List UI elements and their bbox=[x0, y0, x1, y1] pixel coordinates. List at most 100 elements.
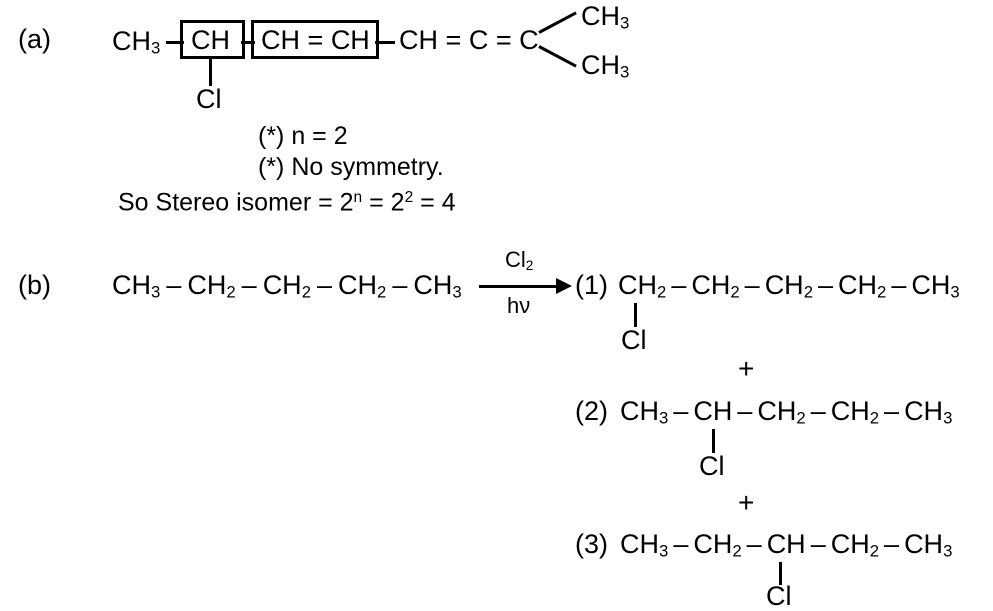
reactant-ch2-1-sub: 2 bbox=[226, 282, 236, 302]
branch-lower-sub: 3 bbox=[620, 62, 630, 82]
bond-unit1-to-unit2 bbox=[241, 41, 255, 44]
p2-ch3-2: CH bbox=[904, 396, 944, 426]
conclusion-exponent-2: 2 bbox=[404, 189, 414, 206]
part-a-label: (a) bbox=[18, 24, 51, 54]
p3-ch3-1-sub: 3 bbox=[659, 541, 669, 561]
conclusion-prefix: So Stereo isomer = 2 bbox=[118, 188, 354, 217]
p3-ch2-1-sub: 2 bbox=[732, 541, 742, 561]
repeat-unit-box-1 bbox=[180, 20, 245, 59]
p3-ch: CH bbox=[766, 529, 806, 559]
note-no-symmetry: (*) No symmetry. bbox=[258, 153, 444, 181]
p3-dash-2: – bbox=[746, 529, 762, 559]
branch-ch3-lower: CH3 bbox=[581, 52, 629, 81]
p2-ch3-2-sub: 3 bbox=[943, 408, 953, 428]
reagent-hv-label: hν bbox=[507, 293, 531, 318]
unit1-cl-label: Cl bbox=[196, 84, 222, 114]
reactant-ch3-2-sub: 3 bbox=[452, 282, 462, 302]
unit2-ch-right: CH bbox=[330, 25, 370, 55]
conclusion-mid: = 2 bbox=[362, 188, 405, 217]
p2-ch2-1-sub: 2 bbox=[796, 408, 806, 428]
p3-dash-4: – bbox=[884, 529, 900, 559]
stereoisomer-conclusion: So Stereo isomer = 2n = 22 = 4 bbox=[118, 190, 456, 216]
bond-branch-lower bbox=[538, 45, 577, 68]
reactant-ch2-1: CH bbox=[187, 270, 227, 300]
p1-ch2-1: CH bbox=[618, 270, 657, 300]
allene-eq-2: = bbox=[495, 25, 512, 55]
reactant-dash-4: – bbox=[392, 270, 408, 300]
allene-c-terminal: C bbox=[519, 25, 539, 55]
p3-ch2-2: CH bbox=[830, 529, 870, 559]
product-2-cl-label: Cl bbox=[699, 451, 725, 481]
part-b-label: (b) bbox=[18, 270, 51, 300]
branch-upper-text: CH bbox=[581, 1, 620, 31]
p3-ch2-2-sub: 2 bbox=[869, 541, 880, 561]
p1-dash-4: – bbox=[891, 270, 907, 300]
repeat-unit-box-2 bbox=[251, 20, 379, 59]
reactant-ch2-2-sub: 2 bbox=[301, 282, 311, 302]
product-3-number: (3) bbox=[575, 529, 608, 559]
product-1-cl-label: Cl bbox=[621, 325, 647, 355]
part-b-reactant-pentane: CH3–CH2–CH2–CH2–CH3 bbox=[112, 272, 462, 301]
p1-ch2-3-sub: 2 bbox=[803, 282, 813, 302]
product-3-cl-label: Cl bbox=[766, 581, 792, 611]
ch3-text: CH bbox=[112, 26, 151, 56]
product-1-chain: CH2–CH2–CH2–CH2–CH3 bbox=[618, 272, 960, 301]
reagent-cl2-text: Cl bbox=[505, 247, 526, 272]
p3-ch3-1: CH bbox=[620, 529, 659, 559]
p2-ch2-2-sub: 2 bbox=[869, 408, 880, 428]
bond-ch3-to-unit1 bbox=[166, 41, 184, 44]
p1-ch2-2-sub: 2 bbox=[730, 282, 740, 302]
reactant-dash-1: – bbox=[166, 270, 182, 300]
product-1-number: (1) bbox=[575, 270, 608, 300]
unit2-ch-left: CH bbox=[261, 25, 300, 55]
p2-ch2-1: CH bbox=[757, 396, 797, 426]
allene-c-middle: C bbox=[468, 25, 489, 55]
p2-ch: CH bbox=[693, 396, 733, 426]
reactant-ch2-2: CH bbox=[262, 270, 302, 300]
p3-ch3-2: CH bbox=[904, 529, 944, 559]
allene-ch: CH bbox=[399, 25, 438, 55]
p2-ch2-2: CH bbox=[830, 396, 870, 426]
plus-separator-1: + bbox=[738, 353, 755, 384]
bond-unit2-to-chain bbox=[375, 41, 395, 44]
p1-dash-1: – bbox=[671, 270, 687, 300]
bond-unit1-to-cl bbox=[209, 57, 212, 86]
note-n-value: (*) n = 2 bbox=[258, 122, 348, 150]
reactant-ch3-2: CH bbox=[413, 270, 453, 300]
ch3-subscript: 3 bbox=[151, 38, 161, 58]
p2-dash-3: – bbox=[810, 396, 826, 426]
reagent-cl2-label: Cl2 bbox=[505, 249, 533, 273]
product-2-cl-bond bbox=[712, 429, 715, 453]
p1-ch2-2: CH bbox=[691, 270, 731, 300]
reactant-ch3-1: CH bbox=[112, 270, 151, 300]
p2-ch3-1-sub: 3 bbox=[659, 408, 669, 428]
part-a-terminal-ch3: CH3 bbox=[112, 28, 160, 57]
p1-ch2-1-sub: 2 bbox=[657, 282, 667, 302]
unit2-chch-text: CH = CH bbox=[261, 27, 370, 54]
branch-lower-text: CH bbox=[581, 50, 620, 80]
p1-ch2-3: CH bbox=[764, 270, 804, 300]
p1-ch2-4-sub: 2 bbox=[877, 282, 887, 302]
product-1-cl-bond bbox=[634, 303, 637, 327]
reaction-arrow-shaft bbox=[479, 285, 558, 288]
bond-branch-upper bbox=[538, 11, 577, 34]
reactant-ch3-1-sub: 3 bbox=[151, 282, 161, 302]
p1-dash-3: – bbox=[818, 270, 834, 300]
reactant-ch2-3: CH bbox=[338, 270, 378, 300]
conclusion-exponent-n: n bbox=[353, 189, 363, 206]
reactant-dash-2: – bbox=[241, 270, 257, 300]
p2-ch3-1: CH bbox=[620, 396, 659, 426]
product-2-chain: CH3–CH–CH2–CH2–CH3 bbox=[620, 398, 952, 427]
reaction-arrow-head bbox=[556, 278, 572, 294]
p3-ch2-1: CH bbox=[693, 529, 733, 559]
p1-dash-2: – bbox=[744, 270, 760, 300]
p1-ch2-4: CH bbox=[838, 270, 878, 300]
unit2-double-bond: = bbox=[307, 25, 324, 55]
product-3-chain: CH3–CH2–CH–CH2–CH3 bbox=[620, 531, 952, 560]
p2-dash-1: – bbox=[673, 396, 689, 426]
p3-dash-1: – bbox=[673, 529, 689, 559]
p3-dash-3: – bbox=[810, 529, 826, 559]
reagent-cl2-sub: 2 bbox=[525, 258, 534, 273]
p2-dash-4: – bbox=[884, 396, 900, 426]
p1-ch3-sub: 3 bbox=[950, 282, 960, 302]
